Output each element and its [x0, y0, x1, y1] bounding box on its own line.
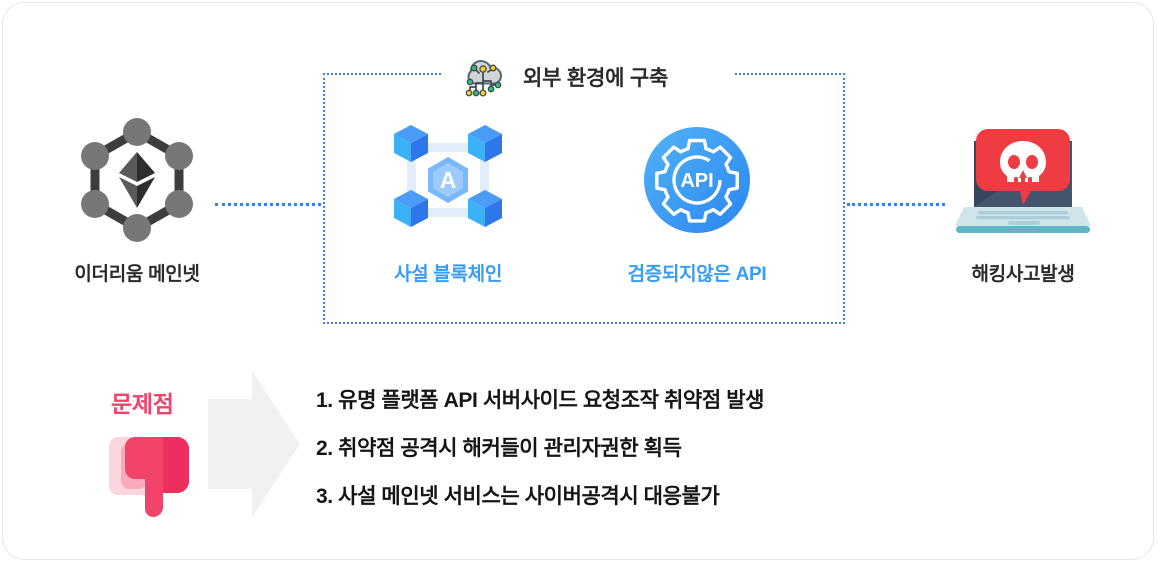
- node-caption: 검증되지않은 API: [627, 264, 767, 285]
- external-environment-header: 외부 환경에 구축: [455, 47, 668, 107]
- list-item: 1. 유명 플랫폼 API 서버사이드 요청조작 취약점 발생: [316, 389, 765, 412]
- list-item: 3. 사설 메인넷 서비스는 사이버공격시 대응불가: [316, 485, 720, 508]
- node-hacking-incident: 해킹사고발생: [923, 115, 1123, 286]
- laptop-skull-alert-icon: [923, 115, 1123, 245]
- svg-text:A: A: [440, 167, 457, 193]
- cloud-network-icon: [455, 47, 511, 108]
- problem-list: 1. 유명 플랫폼 API 서버사이드 요청조작 취약점 발생 2. 취약점 공…: [316, 377, 936, 521]
- connector-boundary-to-hacking: [847, 203, 945, 206]
- node-ethereum-mainnet: 이더리움 메인넷: [37, 115, 237, 286]
- node-caption: 이더리움 메인넷: [74, 264, 200, 285]
- thumbs-down-icon: [107, 427, 207, 524]
- ethereum-network-icon: [37, 115, 237, 245]
- problem-title: 문제점: [111, 391, 174, 417]
- external-environment-label: 외부 환경에 구축: [523, 67, 669, 90]
- blockchain-cubes-icon: A: [368, 115, 528, 245]
- node-caption: 해킹사고발생: [971, 264, 1075, 285]
- svg-text:API: API: [680, 170, 713, 192]
- right-arrow-shape: [208, 371, 300, 522]
- node-caption: 사설 블록체인: [393, 264, 503, 285]
- list-item: 2. 취약점 공격시 해커들이 관리자권한 획득: [316, 437, 682, 460]
- node-unverified-api: API 검증되지않은 API: [617, 115, 777, 286]
- connector-ethereum-to-boundary: [215, 203, 321, 206]
- node-private-blockchain: A: [368, 115, 528, 286]
- api-gear-icon: API: [617, 115, 777, 245]
